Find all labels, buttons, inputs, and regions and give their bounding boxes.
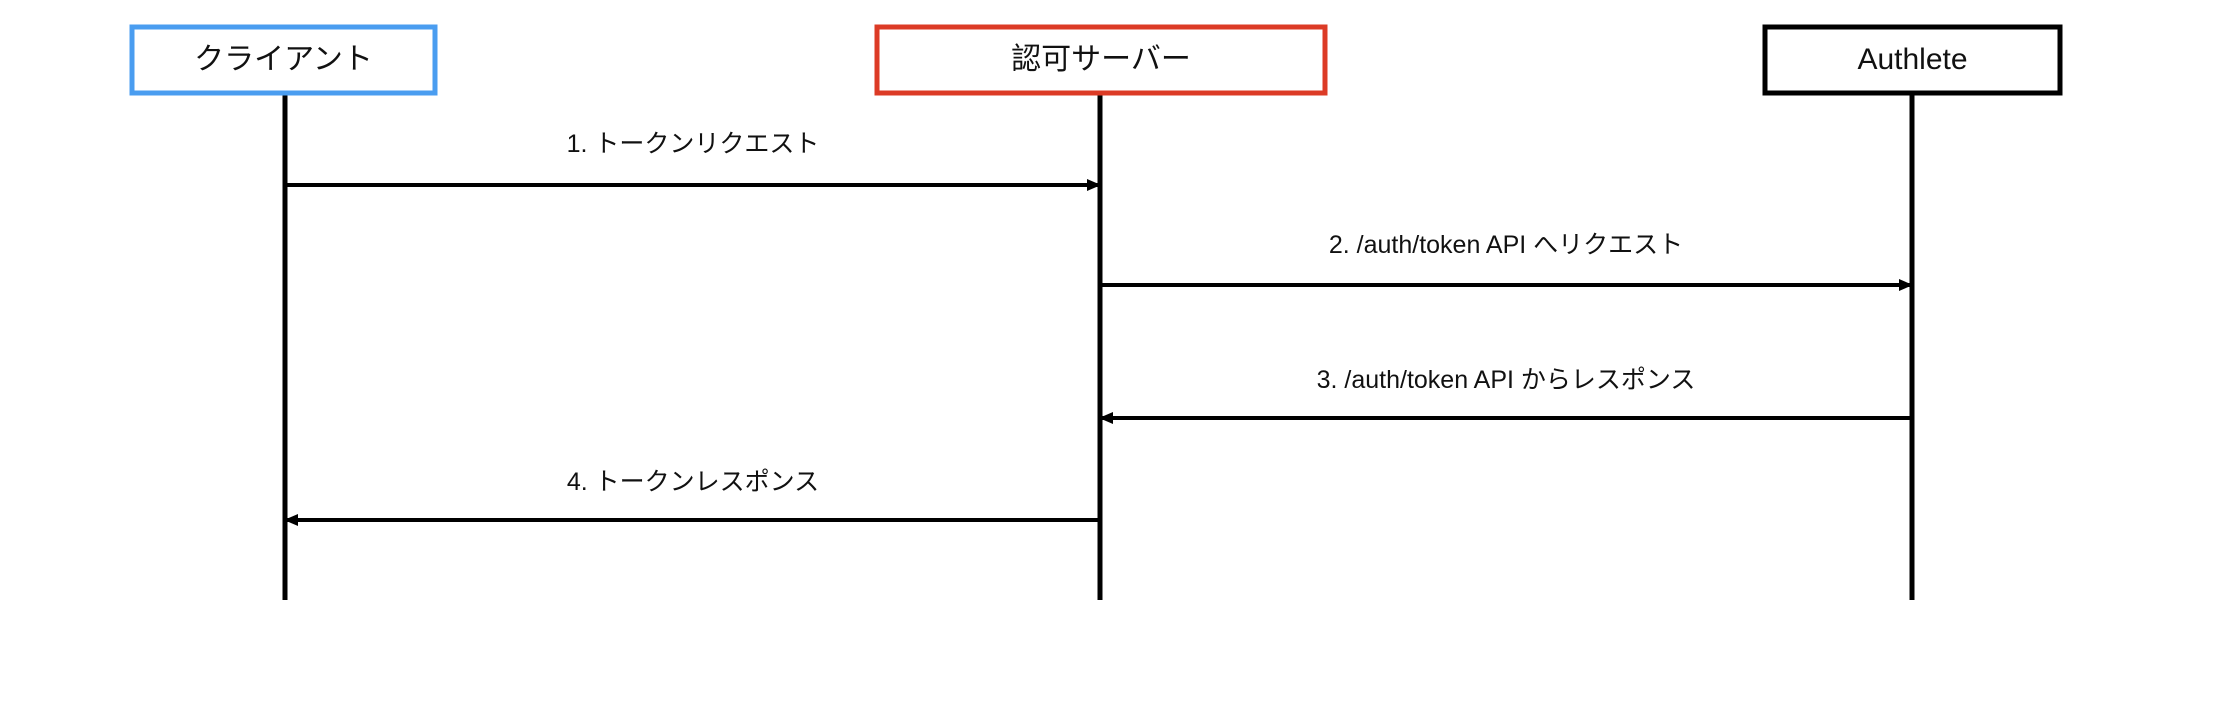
participants-layer: クライアント 認可サーバー Authlete: [129, 24, 2063, 96]
participant-box-authlete[interactable]: [1762, 24, 2063, 96]
message-2: 2. /auth/token API へリクエスト: [1100, 231, 1913, 291]
participant-box-authorization-server[interactable]: [874, 24, 1328, 96]
participant-label-authorization-server: 認可サーバー: [1011, 43, 1191, 76]
message-3: 3. /auth/token API からレスポンス: [1099, 366, 1912, 424]
message-label-3: 3. /auth/token API からレスポンス: [1317, 366, 1696, 394]
message-label-4: 4. トークンレスポンス: [567, 468, 819, 496]
participant-client[interactable]: クライアント: [129, 24, 438, 96]
lifelines-layer: [282, 93, 1915, 600]
participant-authlete[interactable]: Authlete: [1762, 24, 2063, 96]
message-label-2: 2. /auth/token API へリクエスト: [1329, 231, 1683, 259]
participant-label-authlete: Authlete: [1857, 43, 1967, 76]
message-label-1: 1. トークンリクエスト: [567, 130, 820, 158]
message-4: 4. トークンレスポンス: [284, 468, 1100, 526]
participant-box-client[interactable]: [129, 24, 438, 96]
message-1: 1. トークンリクエスト: [285, 130, 1101, 191]
messages-layer: 1. トークンリクエスト 2. /auth/token API へリクエスト 3. …: [284, 130, 1913, 526]
participant-label-client: クライアント: [194, 43, 373, 76]
participant-authorization-server[interactable]: 認可サーバー: [874, 24, 1328, 96]
